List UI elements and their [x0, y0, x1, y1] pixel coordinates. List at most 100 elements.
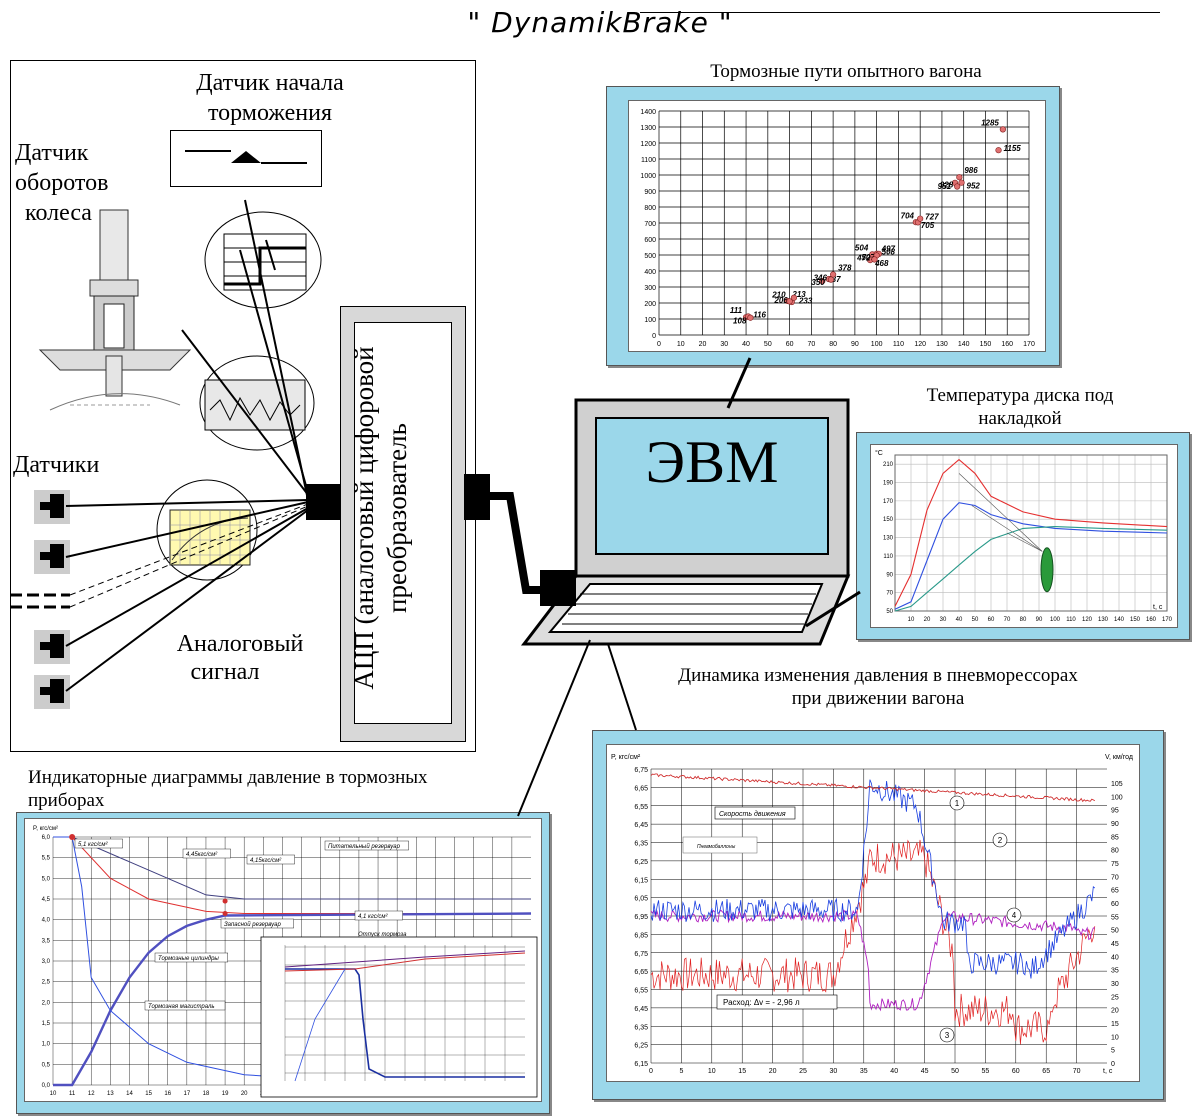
x-tick-label: 20	[699, 341, 707, 348]
dynamics-heading: Динамика изменения давления в пневморесс…	[590, 664, 1166, 710]
x-tick-label: 40	[956, 617, 963, 623]
analog-line2: сигнал	[190, 659, 260, 685]
y-tick-label: 4,5	[42, 897, 51, 903]
series-line	[894, 526, 1168, 612]
plot-frame	[894, 454, 1168, 612]
series-line	[53, 836, 531, 900]
x-axis-label: t, c	[1153, 604, 1163, 611]
sensors-label: Датчики	[13, 452, 100, 478]
x-tick-label: 14	[126, 1091, 133, 1097]
sensor-wiring	[10, 490, 309, 709]
y-tick-label: 6,35	[634, 1024, 648, 1031]
x-tick-label: 15	[738, 1068, 746, 1075]
annotation-box	[246, 854, 295, 865]
x-tick-label: 10	[708, 1068, 716, 1075]
temperature-heading: Температура диска под накладкой	[860, 384, 1180, 430]
x-tick-label: 50	[764, 341, 772, 348]
y-tick-label: 0,0	[42, 1083, 51, 1089]
y-tick-label: 1,0	[42, 1042, 51, 1048]
adc-label-line2: преобразователь	[382, 423, 412, 613]
y-tick-label: 6,65	[634, 785, 648, 792]
x-tick-label: 40	[742, 341, 750, 348]
y2-tick-label: 25	[1111, 994, 1119, 1001]
data-label: 378	[838, 264, 852, 273]
x-tick-label: 55	[982, 1068, 990, 1075]
y-tick-label: 130	[883, 536, 894, 542]
x-tick-label: 160	[1146, 617, 1157, 623]
data-label: 952	[967, 182, 981, 191]
data-label: 705	[921, 221, 935, 230]
y2-tick-label: 15	[1111, 1021, 1119, 1028]
air-spring-label: Пневмобаллоны	[697, 844, 736, 850]
y-tick-label: 1000	[640, 173, 656, 180]
y-tick-label: 3,0	[42, 959, 51, 965]
data-label: 116	[753, 310, 766, 319]
x-tick-label: 80	[1020, 617, 1027, 623]
y2-tick-label: 85	[1111, 834, 1119, 841]
y-tick-label: 3,5	[42, 938, 51, 944]
annotation-box	[144, 1000, 226, 1011]
series-line	[650, 839, 1096, 1045]
inset-frame	[260, 936, 538, 1098]
y-tick-label: 700	[644, 221, 656, 228]
start-sensor-symbol-icon	[185, 150, 307, 164]
y-tick-label: 2,0	[42, 1000, 51, 1006]
analog-circle	[156, 479, 258, 581]
data-label: 468	[874, 259, 889, 268]
x-tick-label: 10	[677, 341, 685, 348]
data-label: 346	[814, 274, 828, 283]
y2-tick-label: 90	[1111, 821, 1119, 828]
data-label: 507	[861, 253, 875, 262]
wheel-sensor-drawing	[38, 209, 192, 411]
x-tick-label: 30	[830, 1068, 838, 1075]
y-tick-label: 6,15	[634, 1061, 648, 1068]
adc-label-line1: АЦП (аналоговый цифоровой	[349, 346, 379, 690]
annotation-label: 4,45кгс/см²	[186, 852, 218, 858]
x-tick-label: 170	[1162, 617, 1173, 623]
data-label: 111	[730, 306, 743, 315]
data-point	[830, 271, 837, 278]
y-tick-label: 4,0	[42, 918, 51, 924]
x-tick-label: 130	[936, 341, 948, 348]
annotation-label: 4,1 кгс/см²	[358, 914, 389, 920]
x-tick-label: 60	[988, 617, 995, 623]
y-tick-label: 6,25	[634, 1043, 648, 1050]
annotation-box	[154, 952, 229, 963]
y-tick-label: 800	[644, 205, 656, 212]
y-tick-label: 50	[886, 609, 893, 615]
pointer-line	[1006, 532, 1043, 552]
x-tick-label: 10	[50, 1091, 57, 1097]
series-line	[650, 909, 1095, 1012]
data-point	[871, 256, 878, 263]
data-label: 951	[938, 182, 952, 191]
indicator-line1: Индикаторные диаграммы давление в тормоз…	[28, 767, 428, 788]
data-label: 1155	[1004, 144, 1022, 153]
x-tick-label: 70	[1004, 617, 1011, 623]
data-point	[69, 834, 76, 840]
x-tick-label: 11	[69, 1091, 76, 1097]
y-tick-label: 0	[652, 333, 656, 340]
x-tick-label: 45	[921, 1068, 929, 1075]
x-tick-label: 65	[1042, 1068, 1050, 1075]
annotation-box	[182, 848, 231, 859]
y-tick-label: 150	[883, 517, 894, 523]
data-point	[954, 183, 961, 190]
y-tick-label: 6,75	[634, 767, 648, 774]
annotation-box	[714, 806, 796, 820]
y2-tick-label: 100	[1111, 794, 1123, 801]
x-tick-label: 20	[924, 617, 931, 623]
annotation-consumption: Расход: Δv = - 2,96 л	[723, 998, 800, 1007]
data-point	[222, 898, 228, 904]
x-tick-label: 110	[1066, 617, 1076, 623]
y2-tick-label: 35	[1111, 968, 1119, 975]
data-point	[958, 179, 965, 186]
inset-series	[284, 950, 526, 968]
inset-series	[284, 952, 526, 972]
x-tick-label: 16	[164, 1091, 171, 1097]
series-line	[53, 912, 532, 1087]
y2-tick-label: 55	[1111, 914, 1119, 921]
y2-tick-label: 95	[1111, 808, 1119, 815]
x-tick-label: 90	[1036, 617, 1043, 623]
series-line	[650, 779, 1096, 979]
